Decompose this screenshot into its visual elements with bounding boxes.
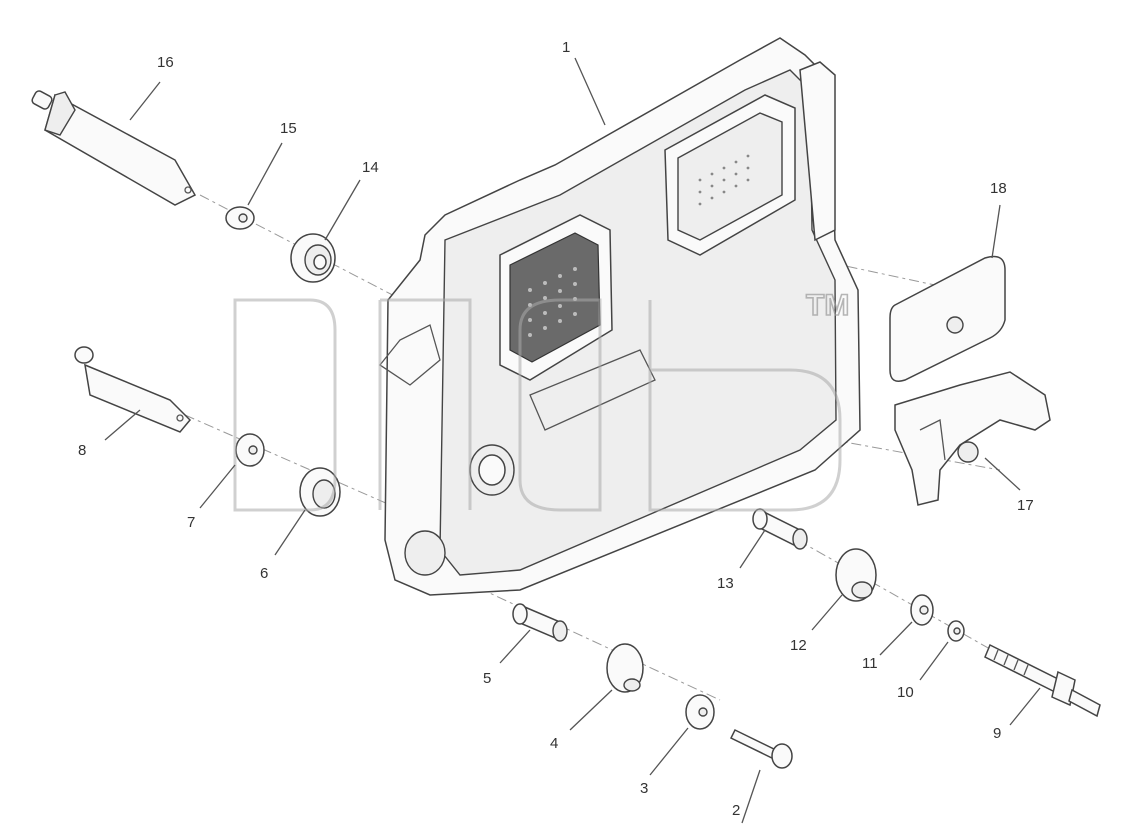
part-17-bracket <box>894 371 1051 506</box>
part-11-washer <box>910 594 934 626</box>
part-14-grommet <box>290 233 336 283</box>
label-10: 10 <box>897 684 914 701</box>
label-18: 18 <box>990 180 1007 197</box>
part-5-sleeve <box>512 603 568 642</box>
label-17: 17 <box>1017 497 1034 514</box>
part-13-sleeve <box>752 508 808 550</box>
label-4: 4 <box>550 735 558 752</box>
part-4-grommet <box>606 643 644 693</box>
watermark-logo: TM <box>233 288 850 512</box>
part-15-washer <box>225 206 255 230</box>
part-18-plate <box>889 255 1006 382</box>
label-1: 1 <box>562 39 570 56</box>
label-15: 15 <box>280 120 297 137</box>
part-9-long-bolt <box>984 643 1101 718</box>
label-8: 8 <box>78 442 86 459</box>
ecu-housing <box>379 37 861 596</box>
label-7: 7 <box>187 514 195 531</box>
label-3: 3 <box>640 780 648 797</box>
label-9: 9 <box>993 725 1001 742</box>
part-10-lock-washer <box>947 620 965 642</box>
front-connector <box>499 214 613 381</box>
label-12: 12 <box>790 637 807 654</box>
part-7-washer <box>235 433 265 467</box>
label-11: 11 <box>862 655 878 672</box>
part-12-grommet <box>835 548 877 602</box>
callout-labels: 1 2 3 4 5 6 7 8 9 10 11 12 13 17 18 14 1… <box>78 39 1034 819</box>
label-6: 6 <box>260 565 268 582</box>
label-2: 2 <box>732 802 740 819</box>
part-3-washer <box>685 694 715 730</box>
label-13: 13 <box>717 575 734 592</box>
rear-connector <box>664 94 796 256</box>
label-5: 5 <box>483 670 491 687</box>
part-8-spacer <box>74 346 192 433</box>
watermark-tm: TM <box>806 289 849 322</box>
label-16: 16 <box>157 54 174 71</box>
part-16-long-spacer <box>31 90 197 206</box>
part-2-bolt <box>729 728 793 769</box>
label-14: 14 <box>362 159 379 176</box>
leader-lines <box>104 57 1041 824</box>
